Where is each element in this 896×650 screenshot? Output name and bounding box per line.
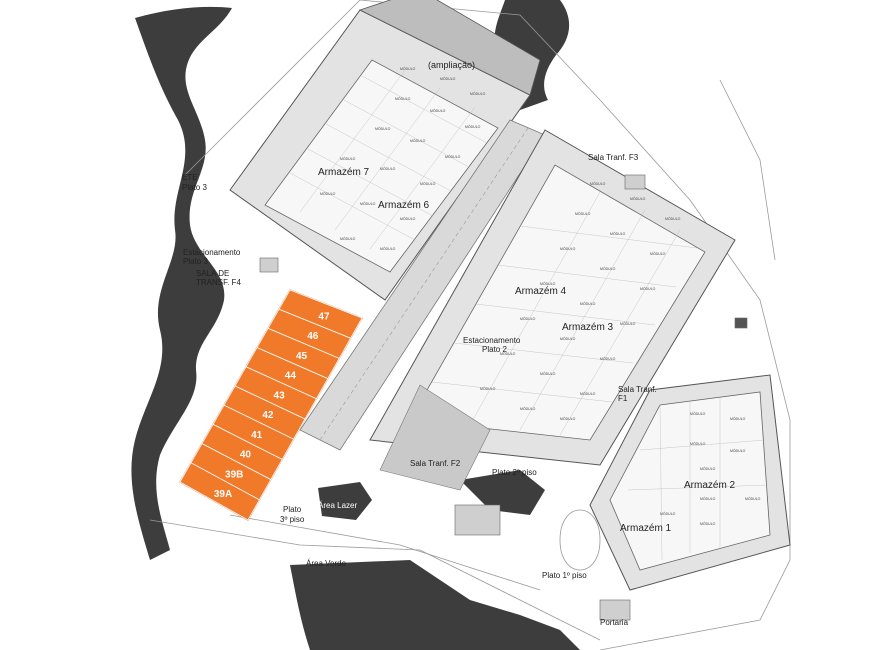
- label-ete: ETE: [182, 173, 198, 182]
- label-plato-1-piso: Plato 1º piso: [542, 571, 587, 580]
- module-label: MÓDULO: [560, 416, 576, 421]
- module-label: MÓDULO: [480, 386, 496, 391]
- label-area-lazer: Área Lazer: [318, 501, 357, 510]
- module-label: MÓDULO: [560, 336, 576, 341]
- label-armazem3: Armazém 3: [562, 322, 614, 333]
- module-label: MÓDULO: [640, 286, 656, 291]
- module-label: MÓDULO: [420, 181, 436, 186]
- module-label: MÓDULO: [430, 108, 446, 113]
- label-plato-2-piso: Plato 2º piso: [492, 468, 537, 477]
- module-label: MÓDULO: [580, 301, 596, 306]
- module-label: MÓDULO: [320, 191, 336, 196]
- label-sala-tranf-f1-b: F1: [618, 394, 628, 403]
- parking-plato-2: [379, 384, 491, 491]
- unit-39a: [179, 462, 260, 521]
- module-label: MÓDULO: [690, 411, 706, 416]
- module-label: MÓDULO: [650, 251, 666, 256]
- label-armazem2: Armazém 2: [684, 480, 736, 491]
- label-plato-3-piso: Plato: [283, 505, 302, 514]
- module-label: MÓDULO: [470, 91, 486, 96]
- module-label: MÓDULO: [400, 216, 416, 221]
- map-labels: (ampliação) ETE Plato 3 Armazém 7 Armazé…: [182, 60, 736, 627]
- module-label: MÓDULO: [600, 266, 616, 271]
- unit-label-42: 42: [262, 410, 274, 421]
- module-label: MÓDULO: [730, 416, 746, 421]
- label-sala-tranf-f3: Sala Tranf. F3: [588, 153, 639, 162]
- module-label: MÓDULO: [340, 236, 356, 241]
- module-label: MÓDULO: [600, 356, 616, 361]
- label-estacionamento-plato3: Estacionamento: [183, 248, 241, 257]
- unit-label-41: 41: [251, 430, 263, 441]
- label-plato-3-piso-b: 3º piso: [280, 515, 305, 524]
- module-label: MÓDULO: [520, 406, 536, 411]
- building-armazem-3-4: [369, 129, 736, 466]
- module-label: MÓDULO: [520, 316, 536, 321]
- label-armazem1: Armazém 1: [620, 523, 672, 534]
- label-area-verde: Área Verde: [306, 559, 347, 568]
- building-armazem-6-7: [229, 0, 541, 301]
- module-label: MÓDULO: [340, 156, 356, 161]
- module-label: MÓDULO: [690, 441, 706, 446]
- unit-label-40: 40: [240, 450, 252, 461]
- module-label: MÓDULO: [395, 96, 411, 101]
- label-portaria: Portaria: [600, 618, 629, 627]
- label-sala-transf-f4: SALA DE: [196, 269, 229, 278]
- module-label: MÓDULO: [660, 511, 676, 516]
- label-armazem6: Armazém 6: [378, 200, 430, 211]
- module-label: MÓDULO: [745, 496, 761, 501]
- module-label: MÓDULO: [630, 196, 646, 201]
- module-label: MÓDULO: [440, 76, 456, 81]
- module-label: MÓDULO: [360, 201, 376, 206]
- unit-label-44: 44: [285, 371, 297, 382]
- label-estacionamento-plato2: Estacionamento: [463, 336, 521, 345]
- label-armazem4: Armazém 4: [515, 286, 567, 297]
- module-label: MÓDULO: [375, 126, 391, 131]
- label-sala-tranf-f1: Sala Tranf.: [618, 385, 657, 394]
- module-label: MÓDULO: [580, 391, 596, 396]
- module-label: MÓDULO: [400, 66, 416, 71]
- module-label: MÓDULO: [610, 231, 626, 236]
- module-label: MÓDULO: [465, 124, 481, 129]
- module-label: MÓDULO: [730, 448, 746, 453]
- terrain-west-edge: [131, 6, 232, 561]
- unit-label-47: 47: [318, 311, 330, 322]
- unit-label-46: 46: [307, 331, 319, 342]
- module-label: MÓDULO: [380, 246, 396, 251]
- label-plato3: Plato 3: [182, 183, 207, 192]
- module-label: MÓDULO: [700, 521, 716, 526]
- module-label: MÓDULO: [590, 181, 606, 186]
- unit-label-43: 43: [274, 390, 286, 401]
- module-label: MÓDULO: [540, 281, 556, 286]
- unit-label-39b: 39B: [225, 469, 243, 480]
- module-label: MÓDULO: [700, 496, 716, 501]
- terrain: [131, 0, 580, 650]
- module-label: MÓDULO: [410, 138, 426, 143]
- module-label: MÓDULO: [380, 166, 396, 171]
- label-estacionamento-plato2-b: Plato 2: [482, 345, 507, 354]
- module-label: MÓDULO: [560, 246, 576, 251]
- module-label: MÓDULO: [620, 321, 636, 326]
- label-armazem7: Armazém 7: [318, 167, 370, 178]
- small-structures: [259, 174, 748, 621]
- terrain-lazer-patch: [318, 482, 372, 520]
- unit-label-39a: 39A: [214, 489, 232, 500]
- module-labels: MÓDULO MÓDULO MÓDULO MÓDULO MÓDULO MÓDULO MÓDU…: [320, 66, 761, 526]
- label-sala-transf-f4-b: TRANSF. F4: [196, 278, 241, 287]
- label-estacionamento-plato3-b: Plato 3: [183, 257, 208, 266]
- module-label: MÓDULO: [500, 351, 516, 356]
- unit-label-45: 45: [296, 351, 308, 362]
- module-label: MÓDULO: [445, 154, 461, 159]
- module-label: MÓDULO: [700, 466, 716, 471]
- module-label: MÓDULO: [575, 211, 591, 216]
- module-label: MÓDULO: [540, 371, 556, 376]
- terrain-south-patch: [460, 470, 545, 515]
- building-armazem-1-2: [589, 374, 791, 591]
- module-label: MÓDULO: [665, 216, 681, 221]
- terrain-south: [290, 560, 580, 650]
- label-ampliacao: (ampliação): [428, 60, 475, 70]
- label-sala-tranf-f2: Sala Tranf. F2: [410, 459, 461, 468]
